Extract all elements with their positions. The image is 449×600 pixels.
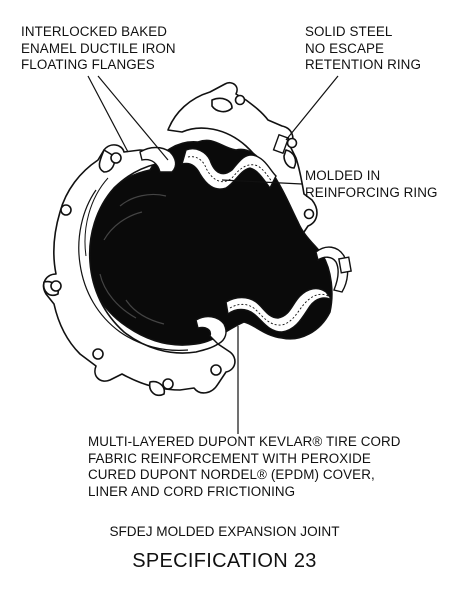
near-flange-bolt-hole [92, 348, 104, 360]
retention-ring [272, 133, 352, 274]
leader-line-flanges [87, 75, 129, 153]
near-flange-bolt-hole [60, 204, 72, 216]
callout-line: FABRIC REINFORCEMENT WITH PEROXIDE [88, 450, 371, 466]
cut-section-top [180, 148, 277, 190]
far-flange-lug-top [211, 97, 233, 113]
callout-line: NO ESCAPE [305, 40, 385, 56]
near-flange-bolt-hole [50, 280, 62, 292]
callout-fabric-reinforcement: MULTI-LAYERED DUPONT KEVLAR® TIRE CORD F… [88, 434, 401, 500]
leader-line-retention-ring [285, 75, 339, 141]
bore-highlight [99, 273, 137, 319]
near-flange-bolt-hole [210, 364, 222, 376]
flange-section-bottom [195, 315, 227, 345]
callout-line: MOLDED IN [305, 168, 381, 183]
fabric-layer-section [180, 148, 277, 190]
near-flange-inner-rim [78, 189, 189, 351]
retention-ring-section [272, 133, 290, 155]
callout-line: CURED DUPONT NORDEL® (EPDM) COVER, [88, 467, 375, 482]
near-flange-inner-rim [84, 177, 109, 257]
retention-ring-section [338, 256, 352, 274]
bore-highlight [125, 299, 165, 325]
near-flange-bolt-hole [110, 152, 122, 164]
near-flange-bolt-hole [162, 378, 174, 390]
callout-line: SOLID STEEL [305, 24, 393, 39]
far-flange-bolt-hole [234, 94, 246, 106]
specification-caption: SPECIFICATION 23 [132, 550, 317, 572]
callout-line: RETENTION RING [305, 57, 421, 72]
callout-reinforcing-ring: MOLDED IN REINFORCING RING [305, 168, 438, 201]
callout-line: FLOATING FLANGES [21, 57, 155, 72]
fabric-layer-section [225, 287, 333, 333]
callout-line: LINER AND CORD FRICTIONING [88, 483, 296, 499]
leader-lines [87, 75, 339, 434]
product-name-caption: SFDEJ MOLDED EXPANSION JOINT [109, 524, 340, 539]
callout-line: INTERLOCKED BAKED [21, 24, 168, 39]
cord-layer-line [229, 293, 331, 326]
callout-line: MULTI-LAYERED DUPONT KEVLAR® TIRE CORD [88, 434, 401, 449]
callout-retention-ring: SOLID STEEL NO ESCAPE RETENTION RING [305, 24, 421, 74]
leader-line-flanges [97, 75, 169, 161]
leader-line-reinforcing-ring [221, 179, 303, 185]
cord-layer-line [187, 156, 273, 183]
callout-line: ENAMEL DUCTILE IRON [21, 40, 176, 56]
bore-highlight [119, 193, 167, 207]
far-flange-lug-right [283, 149, 297, 169]
far-flange-bolt-hole [286, 137, 298, 149]
callout-flanges: INTERLOCKED BAKED ENAMEL DUCTILE IRON FL… [21, 24, 176, 74]
callout-line: REINFORCING RING [305, 184, 438, 200]
near-flange-lug [148, 380, 166, 397]
bore-highlight [103, 211, 143, 241]
far-flange-bolt-hole [303, 208, 315, 220]
